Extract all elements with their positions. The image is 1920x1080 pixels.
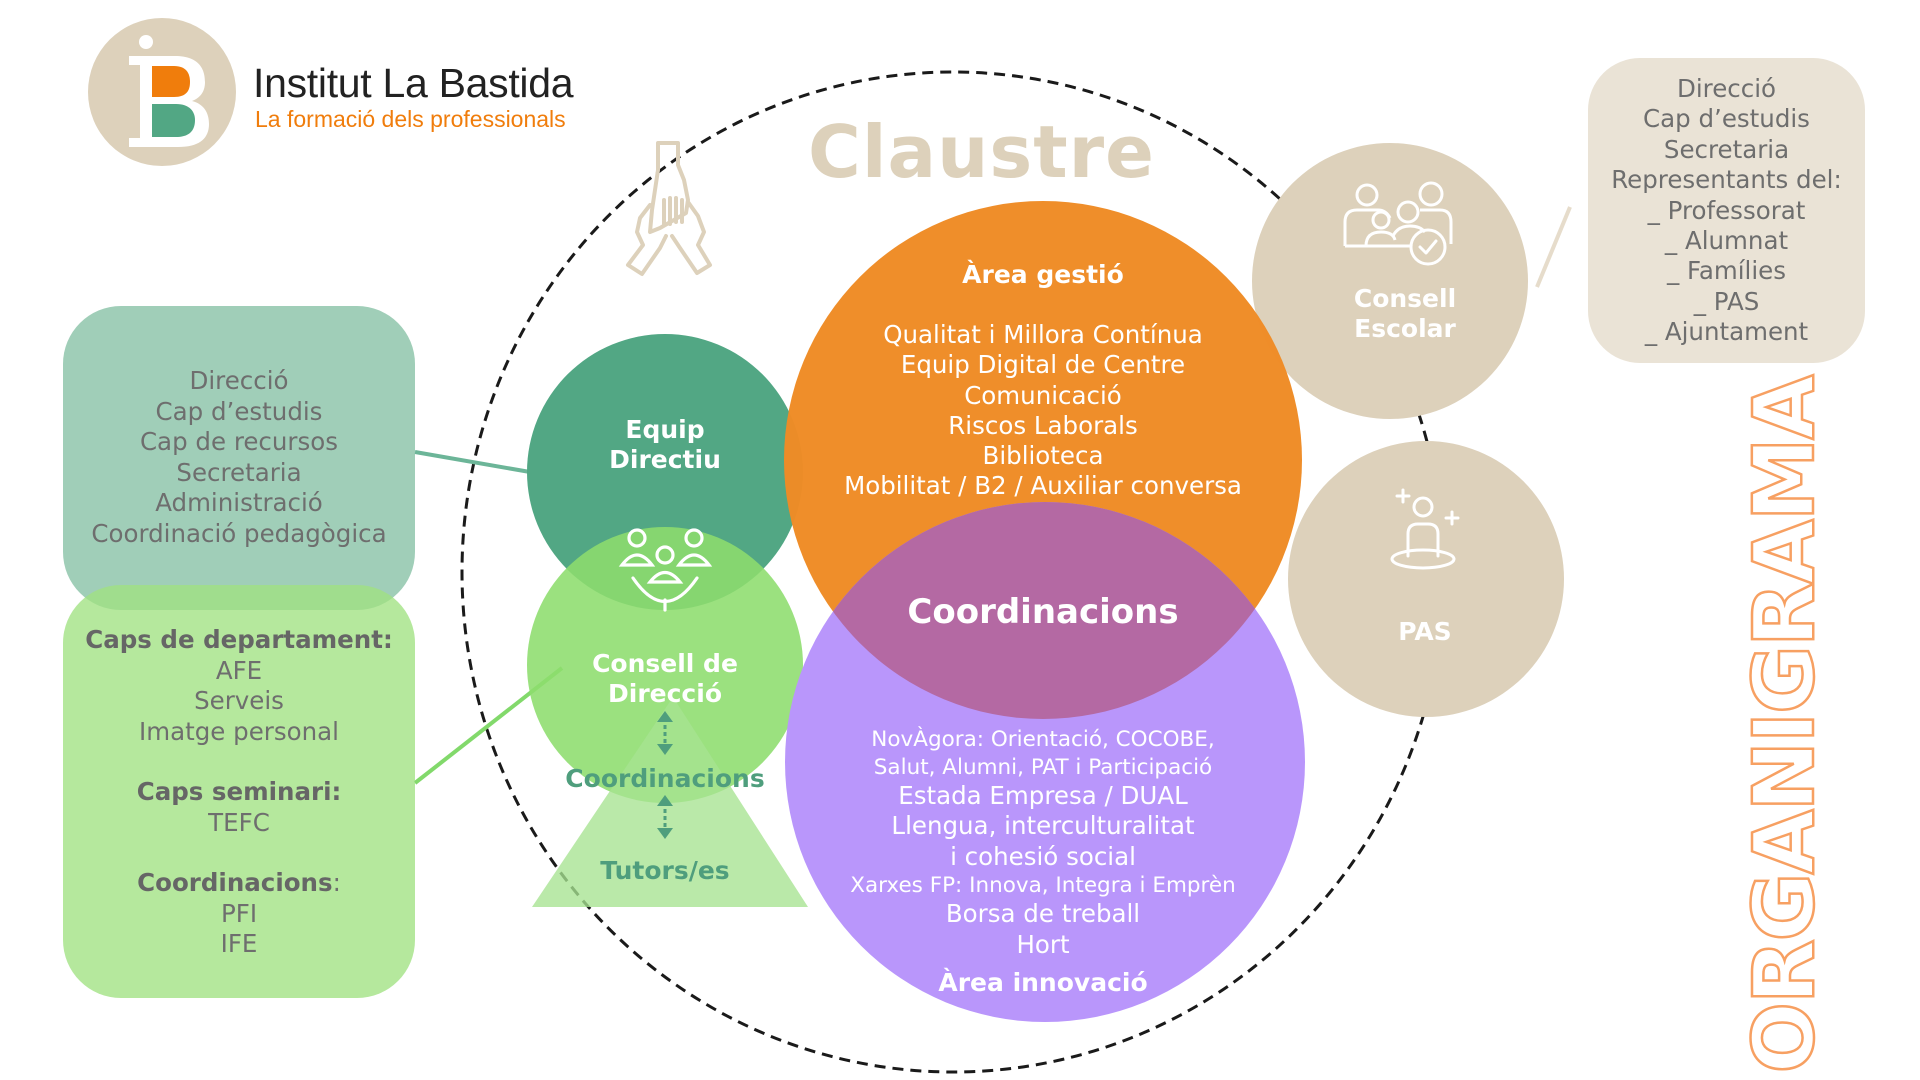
member-item: Direcció <box>189 366 289 395</box>
hierarchy-level-coordinacions: Coordinacions <box>565 764 765 793</box>
area-item: Borsa de treball <box>945 899 1141 929</box>
area-item: Riscos Laborals <box>948 410 1138 440</box>
member-item: TEFC <box>208 807 270 837</box>
member-item: PFI <box>220 898 258 928</box>
member-item: _ Alumnat <box>1664 226 1789 256</box>
family-check-icon <box>1343 181 1453 266</box>
member-item: Representants del: <box>1611 165 1842 195</box>
consell-direccio-circle[interactable] <box>527 527 803 803</box>
area-item: Llengua, interculturalitat <box>891 811 1195 841</box>
area-item: Biblioteca <box>982 441 1104 471</box>
member-item: _ Famílies <box>1666 256 1787 286</box>
claustre-title: Claustre <box>808 110 1155 194</box>
area-innovacio-list: NovÀgora: Orientació, COCOBE, Salut, Alu… <box>813 726 1273 960</box>
consell-escolar-circle[interactable] <box>1252 143 1528 419</box>
pas-circle[interactable] <box>1288 441 1564 717</box>
team-meeting-icon <box>618 528 713 612</box>
member-item: Cap d’estudis <box>1643 104 1810 134</box>
area-item: Equip Digital de Centre <box>900 350 1186 380</box>
double-arrow-vertical-icon <box>657 795 673 839</box>
consell-direccio-label: Consell de Direcció <box>592 649 738 708</box>
member-item: Direcció <box>1676 74 1777 103</box>
area-item: Comunicació <box>964 380 1122 410</box>
member-item: Administració <box>155 488 323 517</box>
equip-directiu-members-box: Direcció Cap d’estudis Cap de recursos S… <box>63 306 415 610</box>
consell-direccio-members-box: Caps de departament: AFE Serveis Imatge … <box>63 585 415 998</box>
connector-consell-escolar <box>1535 206 1572 288</box>
coordinacions-title: Coordinacions <box>907 592 1179 632</box>
logo-title: Institut La Bastida <box>253 60 574 106</box>
staff-person-icon <box>1390 488 1460 570</box>
connector-equip-directiu <box>414 450 531 474</box>
double-arrow-vertical-icon <box>657 711 673 755</box>
consell-escolar-label: Consell Escolar <box>1353 284 1457 343</box>
area-gestio-list: Qualitat i Millora Contínua Equip Digita… <box>813 320 1273 502</box>
member-item: Serveis <box>194 686 284 715</box>
area-gestio-title: Àrea gestió <box>962 260 1124 289</box>
equip-directiu-label: Equip Directiu <box>609 415 721 474</box>
joined-hands-icon <box>626 141 712 276</box>
equip-directiu-circle[interactable] <box>527 334 803 610</box>
member-item: _ PAS <box>1693 286 1760 316</box>
logo-subtitle: La formació dels professionals <box>255 106 566 132</box>
pas-label: PAS <box>1398 617 1452 646</box>
area-item: Mobilitat / B2 / Auxiliar conversa <box>844 471 1242 501</box>
area-innovacio-title: Àrea innovació <box>938 968 1148 997</box>
area-item: Xarxes FP: Innova, Integra i Emprèn <box>850 872 1236 898</box>
member-item: _ Professorat <box>1647 195 1806 225</box>
group-heading: Coordinacions <box>137 868 333 897</box>
area-item: NovÀgora: Orientació, COCOBE, <box>871 727 1215 752</box>
group-heading-suffix: : <box>332 868 341 897</box>
organigrama-title: ORGANIGRAMA <box>1734 375 1835 1074</box>
consell-escolar-members-list: Direcció Cap d’estudis Secretaria Repres… <box>1588 74 1865 348</box>
area-item: i cohesió social <box>950 841 1136 871</box>
group-heading: Caps seminari: <box>136 777 342 806</box>
member-item: _ Ajuntament <box>1644 317 1809 347</box>
member-item: AFE <box>215 655 263 685</box>
consell-escolar-members-box: Direcció Cap d’estudis Secretaria Repres… <box>1588 58 1865 363</box>
area-item: Estada Empresa / DUAL <box>898 781 1188 810</box>
equip-directiu-members-list: Direcció Cap d’estudis Cap de recursos S… <box>63 366 415 549</box>
coordinacions-overlap[interactable] <box>785 502 1305 1022</box>
area-item: Salut, Alumni, PAT i Participació <box>873 754 1213 780</box>
area-item: Qualitat i Millora Contínua <box>883 320 1203 349</box>
member-item: IFE <box>220 929 258 958</box>
member-item: Secretaria <box>1663 134 1790 164</box>
institut-la-bastida-logo <box>88 18 236 166</box>
member-item: Cap de recursos <box>139 427 339 456</box>
area-item: Hort <box>1016 929 1070 959</box>
hierarchy-level-tutors: Tutors/es <box>600 856 730 885</box>
member-item: Secretaria <box>176 457 302 487</box>
consell-direccio-members-list: Caps de departament: AFE Serveis Imatge … <box>63 625 415 960</box>
member-item: Imatge personal <box>139 716 339 746</box>
member-item: Cap d’estudis <box>155 396 323 426</box>
group-heading: Caps de departament: <box>85 625 393 654</box>
member-item: Coordinació pedagògica <box>91 518 387 548</box>
